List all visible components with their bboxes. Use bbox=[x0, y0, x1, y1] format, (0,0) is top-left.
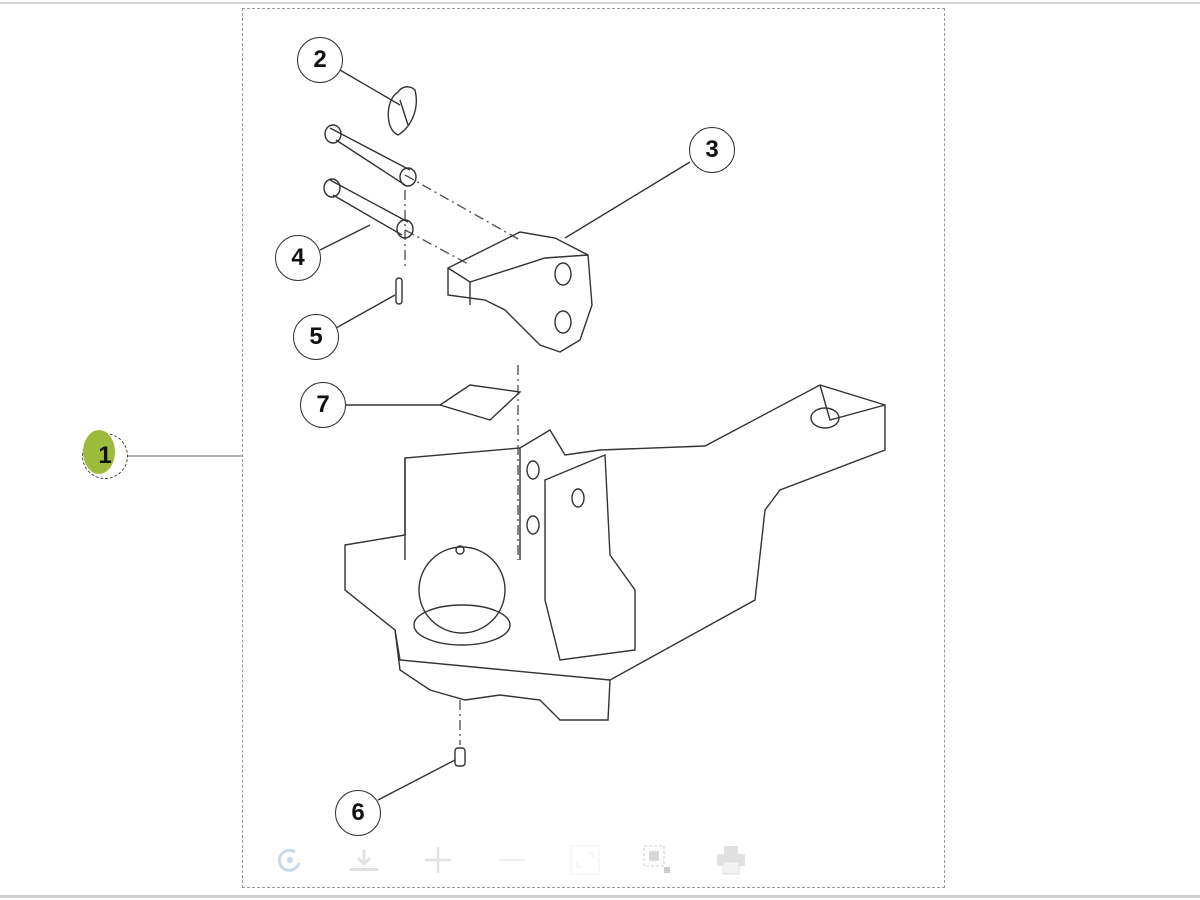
download-button[interactable] bbox=[344, 840, 384, 880]
select-area-icon bbox=[643, 845, 670, 873]
zoom-in-button[interactable] bbox=[418, 840, 458, 880]
top-border bbox=[0, 2, 1200, 4]
print-button[interactable] bbox=[711, 840, 751, 880]
zoom-out-icon bbox=[499, 858, 525, 862]
callout-label: 6 bbox=[351, 799, 365, 826]
leader-6 bbox=[377, 759, 456, 801]
zoom-in-icon bbox=[425, 847, 451, 873]
reset-view-button[interactable] bbox=[270, 840, 310, 880]
callout-6[interactable]: 6 bbox=[335, 790, 381, 836]
callout-5[interactable]: 5 bbox=[293, 314, 339, 360]
leader-3 bbox=[564, 161, 691, 239]
part-bracket bbox=[447, 231, 593, 353]
callout-label: 4 bbox=[291, 244, 305, 271]
part-shim bbox=[438, 384, 522, 421]
highlight-dot bbox=[83, 430, 115, 474]
fullscreen-icon bbox=[570, 845, 600, 875]
part-roll-pin bbox=[395, 277, 403, 305]
part-hitch-body bbox=[344, 384, 886, 721]
part-pins bbox=[323, 124, 417, 239]
callout-2[interactable]: 2 bbox=[297, 37, 343, 83]
viewer-toolbar bbox=[260, 840, 760, 880]
callout-label: 7 bbox=[316, 391, 330, 418]
part-screw bbox=[454, 747, 466, 767]
zoom-out-button[interactable] bbox=[492, 840, 532, 880]
part-clip bbox=[387, 86, 417, 136]
callout-label: 1 bbox=[98, 442, 112, 469]
callout-4[interactable]: 4 bbox=[275, 235, 321, 281]
leader-4 bbox=[319, 224, 371, 251]
fullscreen-button[interactable] bbox=[565, 840, 605, 880]
print-icon bbox=[717, 846, 745, 875]
download-icon bbox=[350, 850, 378, 871]
callout-3[interactable]: 3 bbox=[689, 127, 735, 173]
leader-5 bbox=[335, 294, 396, 329]
callout-label: 2 bbox=[313, 46, 327, 73]
callout-label: 5 bbox=[309, 323, 323, 350]
callout-7[interactable]: 7 bbox=[300, 382, 346, 428]
callout-1[interactable]: 1 bbox=[82, 430, 128, 479]
diagram-frame bbox=[242, 8, 945, 888]
select-area-button[interactable] bbox=[638, 840, 678, 880]
reset-view-icon bbox=[277, 848, 301, 872]
callout-label: 3 bbox=[705, 136, 719, 163]
leader-2 bbox=[339, 69, 401, 106]
bottom-border bbox=[0, 895, 1200, 898]
